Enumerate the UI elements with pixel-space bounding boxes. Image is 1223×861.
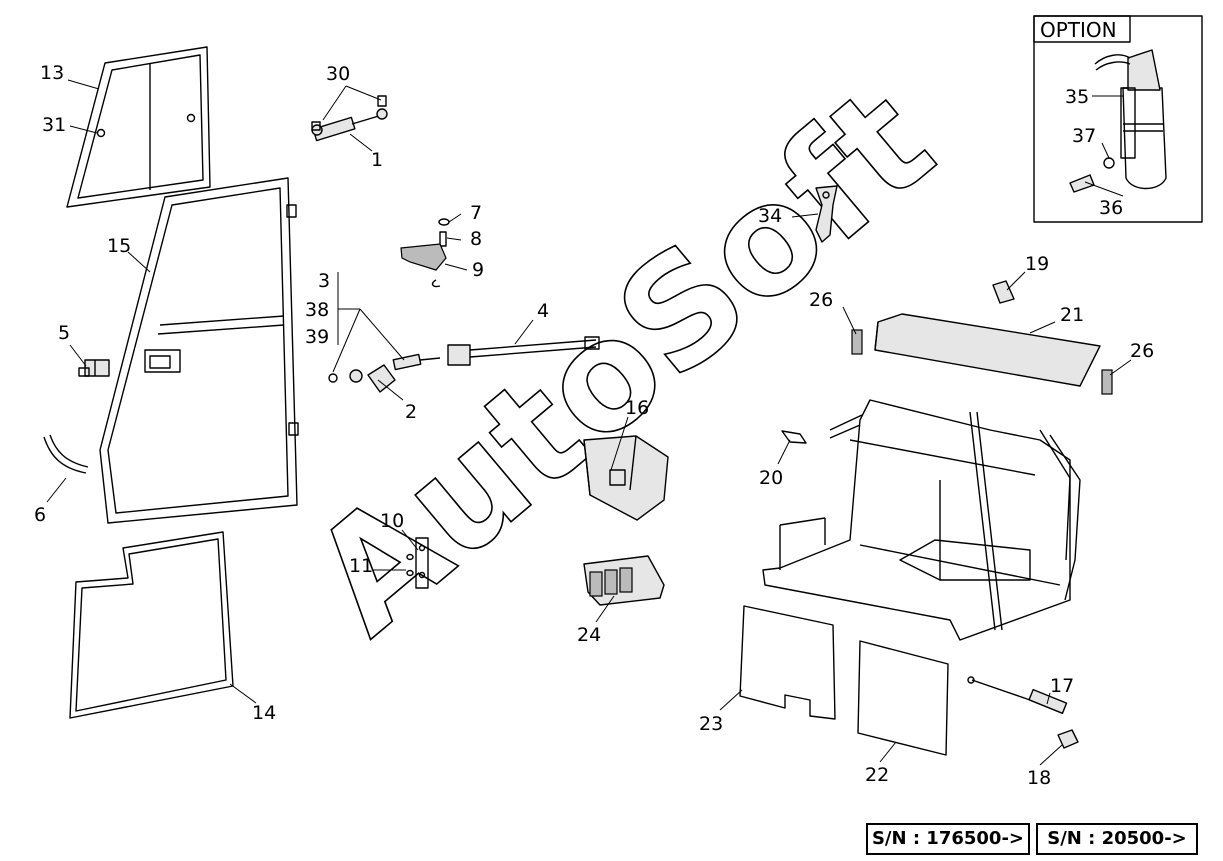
- callout-39: 39: [305, 326, 329, 348]
- callout-26-left: 26: [809, 289, 833, 311]
- callout-10: 10: [380, 510, 404, 532]
- part-2-lock: [328, 353, 441, 393]
- callout-35: 35: [1065, 86, 1089, 108]
- callout-2: 2: [405, 401, 417, 423]
- callout-17: 17: [1050, 675, 1074, 697]
- part-22-panel: [857, 640, 949, 756]
- callout-22: 22: [865, 764, 889, 786]
- callout-11: 11: [349, 555, 373, 577]
- callout-24: 24: [577, 624, 601, 646]
- part-21-cover: [851, 313, 1113, 395]
- part-6-strip: [43, 434, 89, 474]
- callout-14: 14: [252, 702, 276, 724]
- callout-31: 31: [42, 114, 66, 136]
- part-19-clip: [992, 280, 1015, 304]
- callout-13: 13: [40, 62, 64, 84]
- callout-4: 4: [537, 300, 549, 322]
- part-15-door-frame: [99, 177, 299, 524]
- part-5-latch: [78, 359, 110, 377]
- callout-21: 21: [1060, 304, 1084, 326]
- part-4-rod: [447, 336, 600, 366]
- callout-19: 19: [1025, 253, 1049, 275]
- part-34-hook: [815, 185, 838, 243]
- leader-lines: [46, 79, 1132, 766]
- part-14-seal: [69, 531, 234, 719]
- part-10-bracket: [406, 537, 429, 589]
- callout-30: 30: [326, 63, 350, 85]
- callout-34: 34: [758, 205, 782, 227]
- callout-36: 36: [1099, 197, 1123, 219]
- callout-8: 8: [470, 228, 482, 250]
- callout-6: 6: [34, 504, 46, 526]
- callout-26-right: 26: [1130, 340, 1154, 362]
- part-16-box: [583, 435, 669, 521]
- callout-3: 3: [318, 270, 330, 292]
- callout-20: 20: [759, 467, 783, 489]
- callout-7: 7: [470, 202, 482, 224]
- callout-37: 37: [1072, 125, 1096, 147]
- callout-18: 18: [1027, 767, 1051, 789]
- callout-23: 23: [699, 713, 723, 735]
- option-box: OPTION: [1033, 15, 1203, 223]
- part-23-panel: [739, 605, 836, 720]
- serial-number-box-1: S/N : 176500->: [866, 823, 1030, 855]
- part-13-upper-window: [66, 46, 211, 208]
- callout-16: 16: [625, 397, 649, 419]
- callout-38: 38: [305, 299, 329, 321]
- serial-number-box-2: S/N : 20500->: [1036, 823, 1198, 855]
- part-1-gas-strut: [311, 95, 388, 142]
- part-17-strut: [967, 676, 1079, 749]
- callout-9: 9: [472, 259, 484, 281]
- callout-5: 5: [58, 322, 70, 344]
- part-24-grille: [583, 555, 665, 606]
- callouts: 13 31 30 1 15 7 8 9 3 38 39 4 5 2 6 16 1…: [34, 62, 1154, 789]
- callout-15: 15: [107, 235, 131, 257]
- cab-base: [762, 399, 1081, 641]
- callout-1: 1: [371, 149, 383, 171]
- part-20-plate: [781, 430, 807, 444]
- part-9-handle: [400, 218, 450, 288]
- option-title: OPTION: [1040, 18, 1117, 42]
